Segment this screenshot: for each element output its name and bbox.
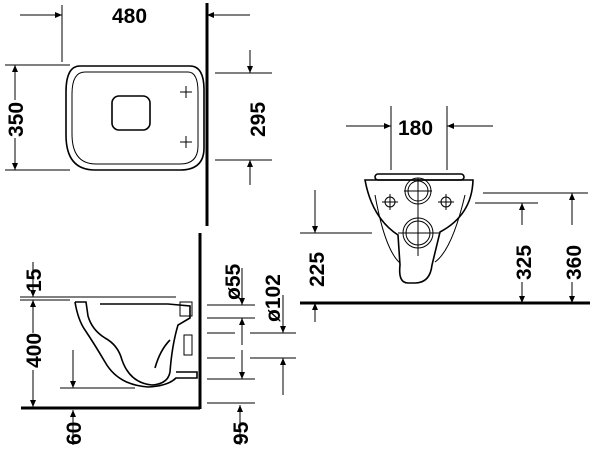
dimension-180: 180 [398, 117, 433, 140]
top-view: 480 350 295 [5, 3, 272, 226]
dimension-15: 15 [23, 268, 46, 292]
dimension-60: 60 [63, 422, 86, 445]
dimension-360: 360 [563, 245, 586, 280]
dimension-225: 225 [306, 252, 329, 287]
front-view: 180 225 325 360 [300, 106, 590, 322]
dimension-350: 350 [5, 102, 28, 137]
dimension-480: 480 [112, 5, 147, 28]
dimension-325: 325 [513, 245, 536, 280]
dimension-95: 95 [230, 421, 253, 445]
lid-hinge-outline [111, 95, 151, 131]
bowl-front-outline [364, 179, 474, 284]
side-view: 15 400 60 ø55 ø102 95 [20, 233, 296, 445]
dimension-diameter-55: ø55 [222, 263, 245, 300]
seat-outline [65, 65, 205, 171]
dimension-295: 295 [247, 102, 270, 137]
bowl-side-outline [74, 301, 198, 388]
dimension-400: 400 [23, 333, 46, 368]
dimension-diameter-102: ø102 [262, 274, 285, 322]
